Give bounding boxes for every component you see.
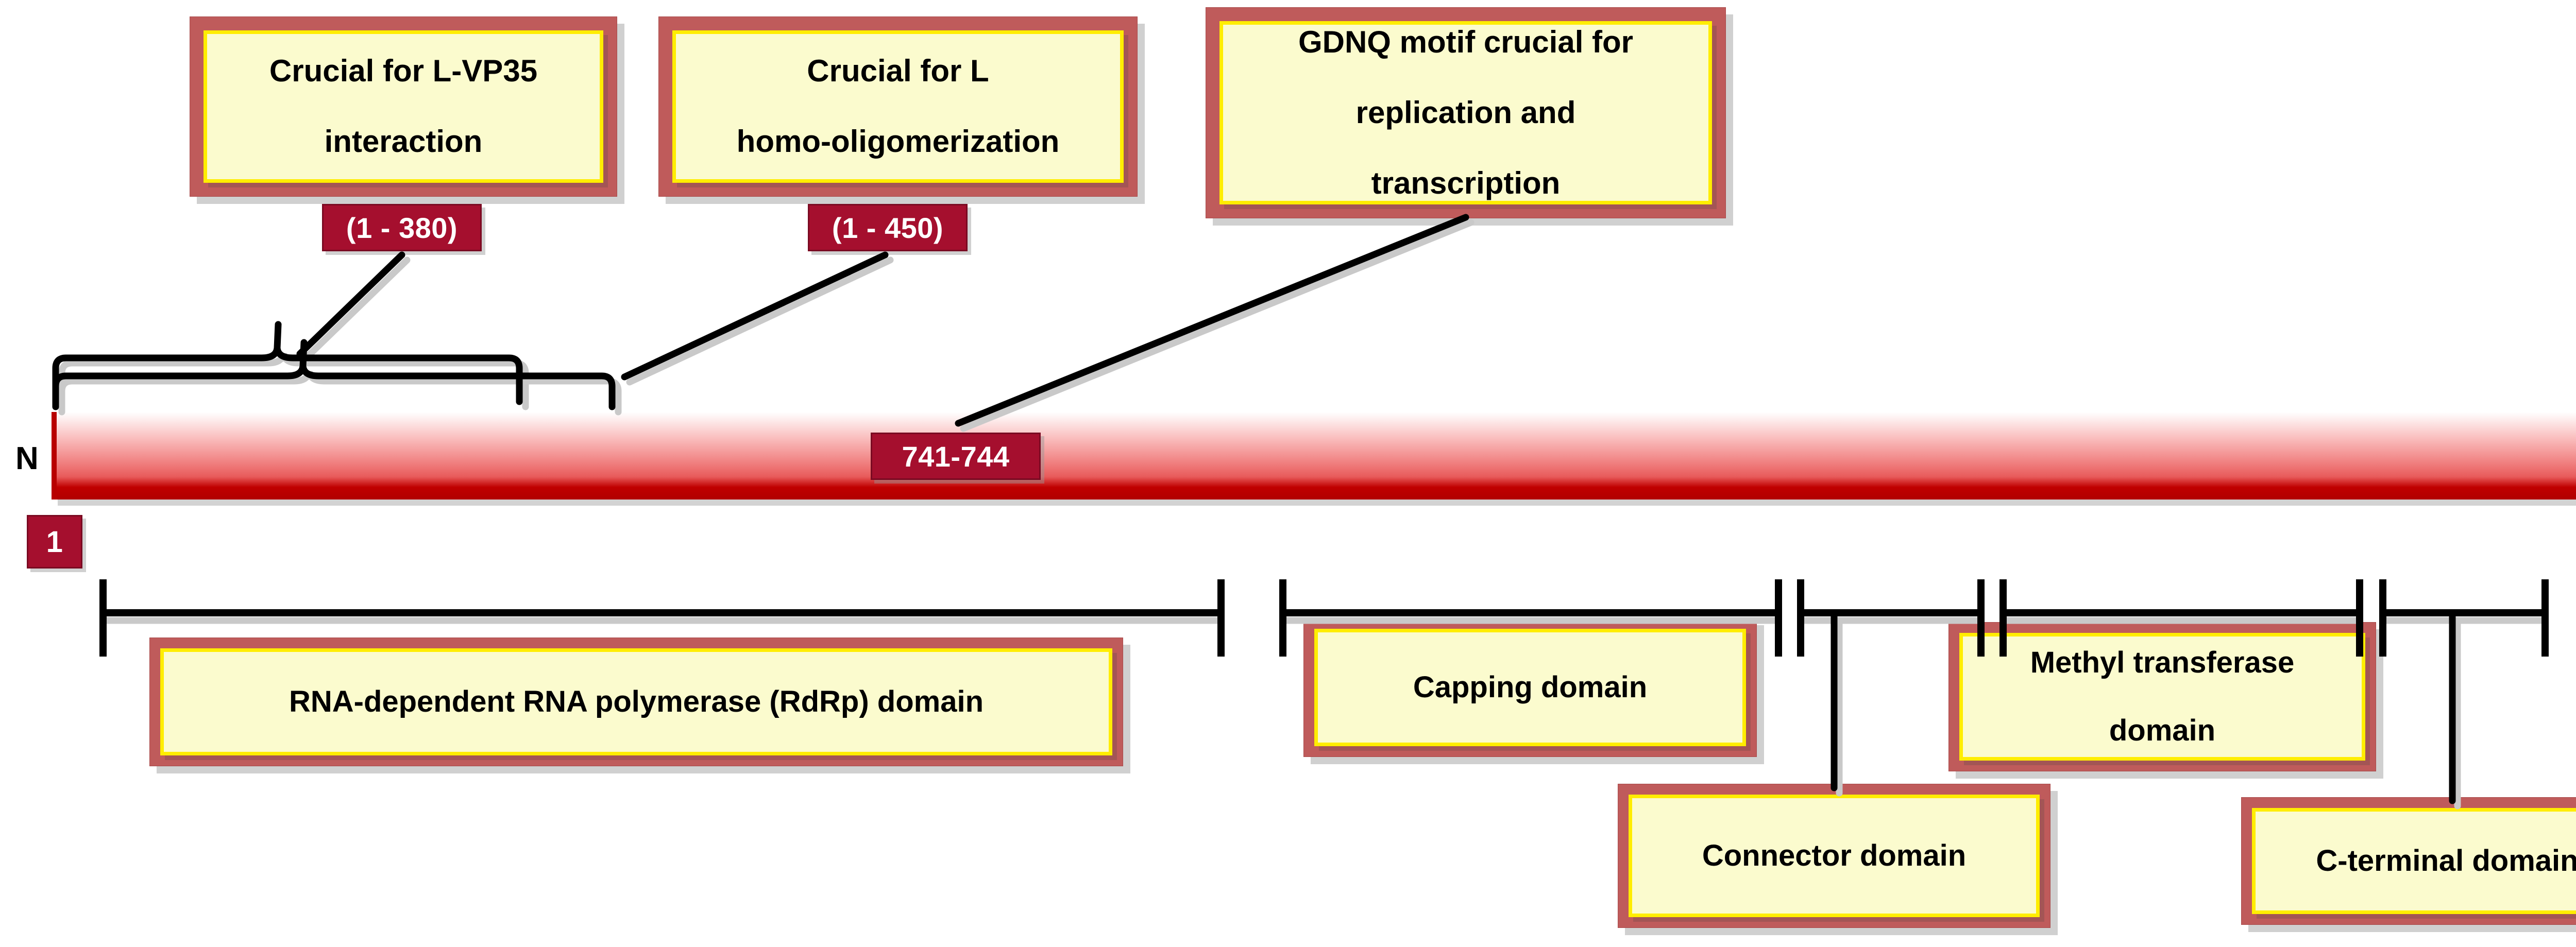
leader-line-1-450 [621,251,889,381]
callout-l-homo-oligomerization[interactable]: Crucial for L homo-oligomerization [658,16,1138,197]
motif-position-badge-741-744[interactable]: 741-744 [871,433,1041,480]
callout-inner-panel: Capping domain [1314,629,1746,746]
domain-brace-group [52,321,616,410]
brace-1-380-tip [274,321,282,352]
protein-backbone-bar[interactable] [52,412,2576,500]
callout-inner-panel: Crucial for L homo-oligomerization [672,30,1124,183]
domain-box-capping[interactable]: Capping domain [1303,618,1757,757]
range-badge-1-380[interactable]: (1 - 380) [322,204,482,251]
domain-label-line-2: domain [2109,714,2216,748]
callout-line-2: interaction [324,124,483,159]
callout-inner-panel: RNA-dependent RNA polymerase (RdRp) doma… [160,648,1112,755]
leader-line-1-380 [296,251,405,357]
domain-label: Capping domain [1413,670,1648,704]
callout-inner-panel: Methyl transferase domain [1959,633,2365,761]
callout-inner-panel: C-terminal domain [2252,808,2576,914]
leader-line-gdnq [955,214,1469,427]
callout-line-3: transcription [1371,165,1561,200]
callout-line-2: homo-oligomerization [736,124,1060,159]
callout-line-1: Crucial for L-VP35 [269,54,538,89]
domain-box-methyl-transferase[interactable]: Methyl transferase domain [1948,622,2376,771]
range-badge-label: (1 - 380) [346,211,458,244]
callout-line-1: GDNQ motif crucial for [1298,25,1634,60]
domain-box-c-terminal[interactable]: C-terminal domain [2241,797,2576,925]
motif-badge-label: 741-744 [902,440,1010,473]
callout-inner-panel: Connector domain [1629,795,2040,917]
domain-box-rdrp[interactable]: RNA-dependent RNA polymerase (RdRp) doma… [149,638,1123,766]
domain-box-connector[interactable]: Connector domain [1618,784,2050,928]
callout-inner-panel: GDNQ motif crucial for replication and t… [1219,21,1712,204]
domain-label: Connector domain [1702,838,1967,872]
brace-1-380 [52,347,523,405]
residue-start-label: 1 [46,525,63,559]
range-badge-1-450[interactable]: (1 - 450) [808,204,968,251]
range-badge-label: (1 - 450) [832,211,944,244]
brace-1-450 [52,365,616,410]
residue-start-badge-1[interactable]: 1 [27,515,82,569]
callout-line-2: replication and [1355,95,1576,130]
domain-label: RNA-dependent RNA polymerase (RdRp) doma… [289,684,984,718]
domain-label-line-1: Methyl transferase [2030,645,2295,679]
callout-l-vp35-interaction[interactable]: Crucial for L-VP35 interaction [190,16,617,197]
callout-inner-panel: Crucial for L-VP35 interaction [204,30,603,183]
callout-line-1: Crucial for L [807,54,989,89]
brace-1-450-tip [299,339,308,370]
n-terminus-label: N [15,441,39,476]
domain-label: C-terminal domain [2316,843,2576,877]
callout-gdnq-motif[interactable]: GDNQ motif crucial for replication and t… [1206,7,1726,218]
